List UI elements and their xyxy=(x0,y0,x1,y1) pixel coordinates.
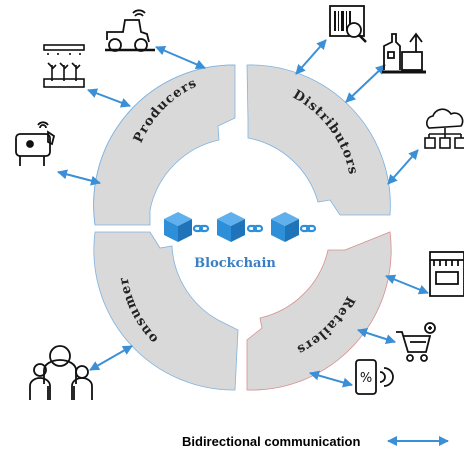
cloud-server-icon xyxy=(424,108,464,149)
svg-text:%: % xyxy=(360,371,372,386)
greenhouse-icon xyxy=(43,44,85,88)
people-icon xyxy=(29,345,93,400)
arrow-cloud xyxy=(387,149,419,185)
segment-distributors xyxy=(246,64,391,216)
arrow-cart xyxy=(357,328,396,344)
blockchain-label: Blockchain xyxy=(194,256,276,271)
shop-icon xyxy=(429,251,464,297)
shopping-cart-icon xyxy=(396,322,436,362)
arrow-greenhouse xyxy=(87,88,131,108)
tractor-icon xyxy=(105,9,155,52)
segment-consumers xyxy=(93,231,239,391)
arrow-tractor xyxy=(155,45,206,70)
cube-icon xyxy=(164,212,192,242)
arrow-shop xyxy=(385,274,429,295)
arrow-scanner xyxy=(295,39,327,75)
mobile-payment-icon: % xyxy=(355,359,394,395)
legend-label: Bidirectional communication xyxy=(182,434,360,449)
chain-link-icon xyxy=(192,224,317,233)
arrow-factory xyxy=(345,64,386,103)
segment-producers xyxy=(93,64,236,226)
arrow-people xyxy=(89,345,133,371)
arrows xyxy=(57,39,429,388)
legend: Bidirectional communication xyxy=(182,434,449,449)
cube-icon xyxy=(271,212,299,242)
arrow-mobile xyxy=(309,370,353,388)
blockchain-icon xyxy=(164,212,317,242)
barcode-scanner-icon xyxy=(329,5,367,43)
arrow-cow xyxy=(57,169,101,186)
cow-icon xyxy=(15,121,56,166)
segment-retailers xyxy=(246,231,392,391)
factory-icon xyxy=(382,32,426,74)
cube-icon xyxy=(217,212,245,242)
